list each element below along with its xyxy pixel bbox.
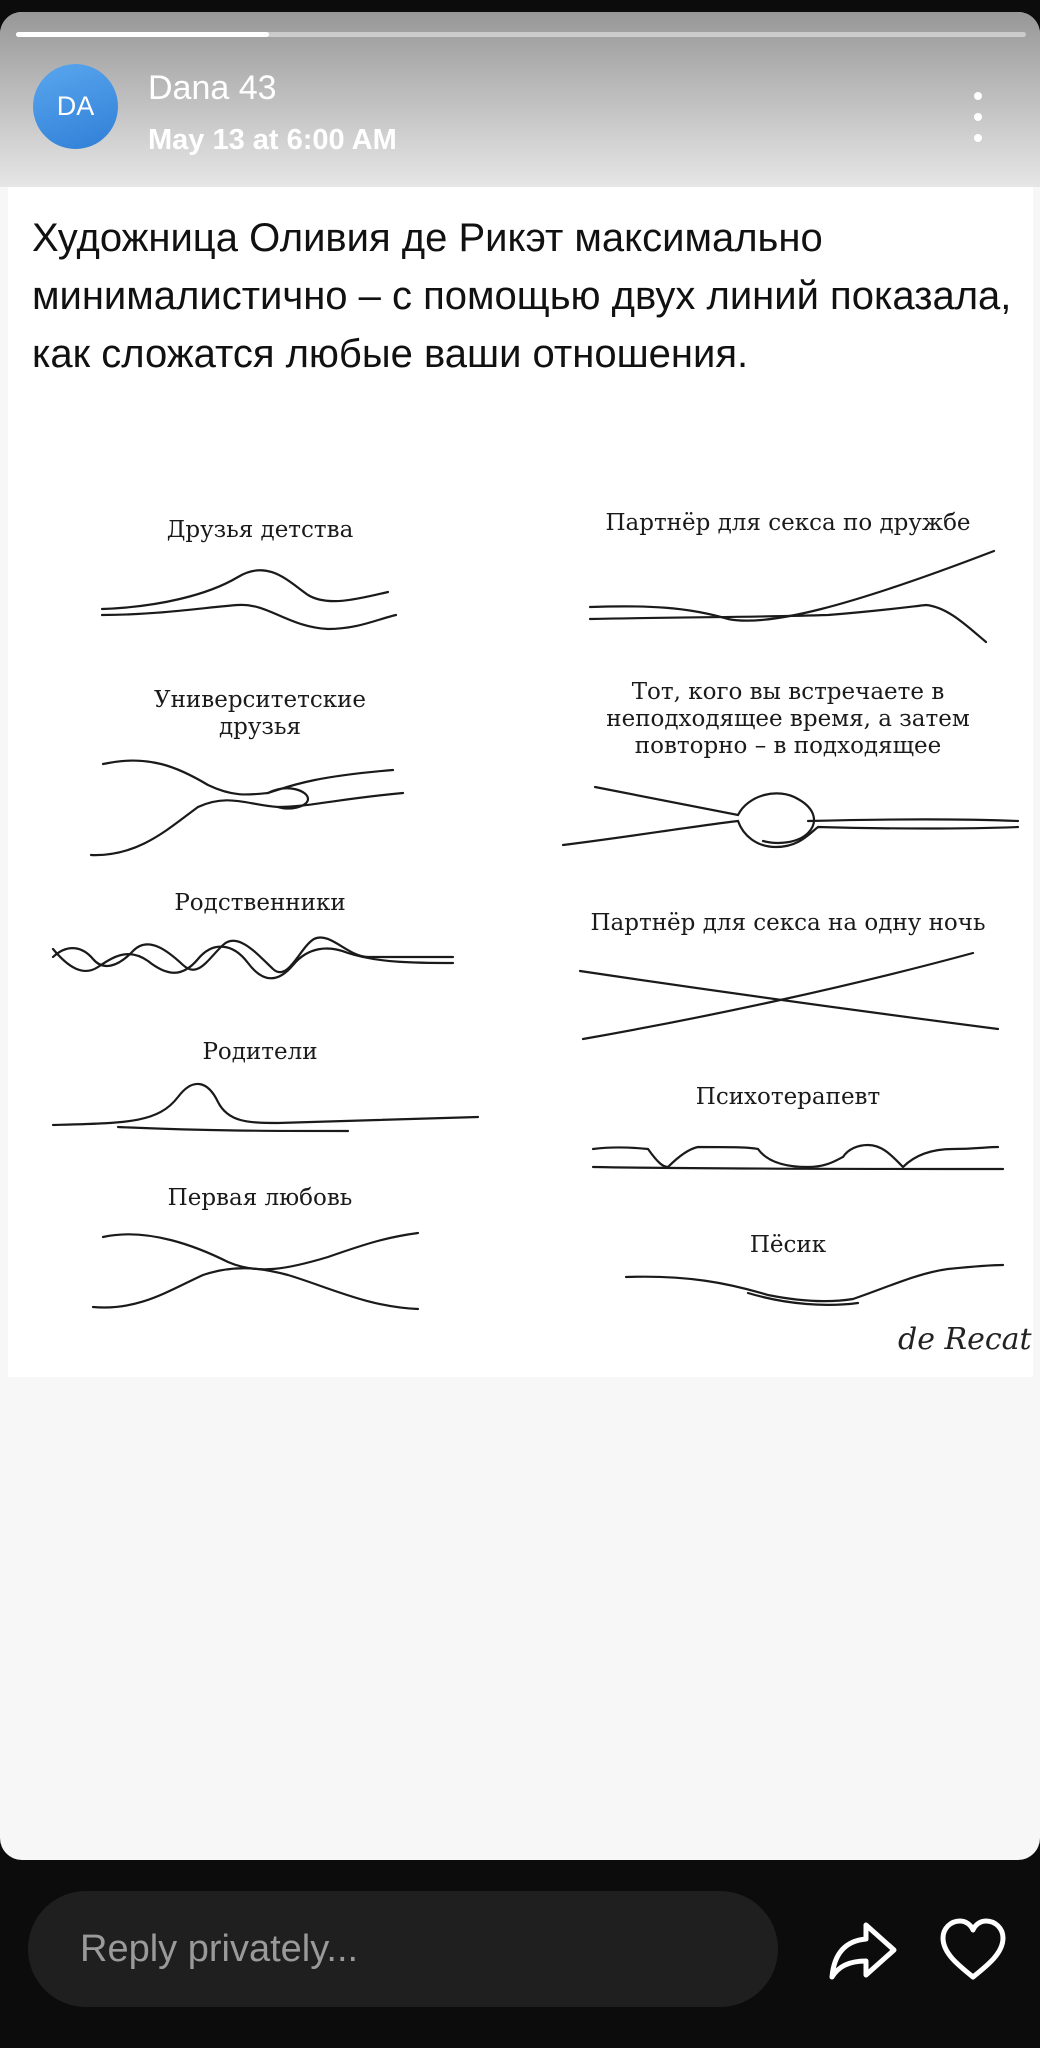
author-name[interactable]: Dana 43	[148, 69, 277, 107]
relatives-lines	[51, 936, 455, 980]
friends-with-benefits-lines	[588, 549, 996, 644]
heart-icon	[940, 1918, 1006, 1980]
childhood-friends-lines	[100, 569, 398, 631]
label-therapist: Психотерапевт	[695, 1084, 881, 1110]
post-timestamp: May 13 at 6:00 AM	[148, 124, 397, 156]
wrong-time-lines	[561, 785, 1020, 849]
label-first-love: Первая любовь	[167, 1185, 353, 1211]
story-header: DA Dana 43 May 13 at 6:00 AM	[0, 12, 1040, 187]
relationships-illustration	[51, 549, 1020, 1311]
one-night-stand-lines	[578, 951, 1000, 1041]
parents-lines	[51, 1083, 480, 1133]
more-options-button[interactable]	[960, 92, 996, 142]
share-icon	[829, 1922, 897, 1980]
avatar[interactable]: DA	[33, 64, 118, 149]
story-progress-bar	[16, 32, 1026, 37]
label-friends-with-benefits: Партнёр для секса по дружбе	[605, 510, 971, 536]
doggy-lines	[624, 1263, 1005, 1306]
post-text: Художница Оливия де Рикэт максимально ми…	[32, 216, 1012, 376]
label-doggy: Пёсик	[749, 1232, 827, 1258]
more-vertical-icon	[974, 92, 982, 100]
label-childhood-friends: Друзья детства	[166, 517, 354, 543]
story-card: DA Dana 43 May 13 at 6:00 AM Художница О…	[0, 12, 1040, 1860]
label-wrong-time: Тот, кого вы встречаете в неподходящее в…	[606, 679, 970, 759]
story-progress-fill	[16, 32, 269, 37]
post-content: Художница Оливия де Рикэт максимально ми…	[8, 187, 1033, 1377]
label-parents: Родители	[202, 1039, 318, 1065]
like-button[interactable]	[938, 1917, 1008, 1983]
share-button[interactable]	[826, 1917, 900, 1983]
artist-signature: de Recat	[898, 1322, 1032, 1357]
label-relatives: Родственники	[174, 890, 346, 916]
university-friends-lines	[89, 759, 405, 857]
label-university-friends: Университетские друзья	[153, 687, 367, 740]
reply-input[interactable]	[28, 1891, 778, 2007]
first-love-lines	[91, 1231, 420, 1311]
therapist-lines	[591, 1143, 1005, 1171]
label-one-night-stand: Партнёр для секса на одну ночь	[590, 910, 986, 936]
